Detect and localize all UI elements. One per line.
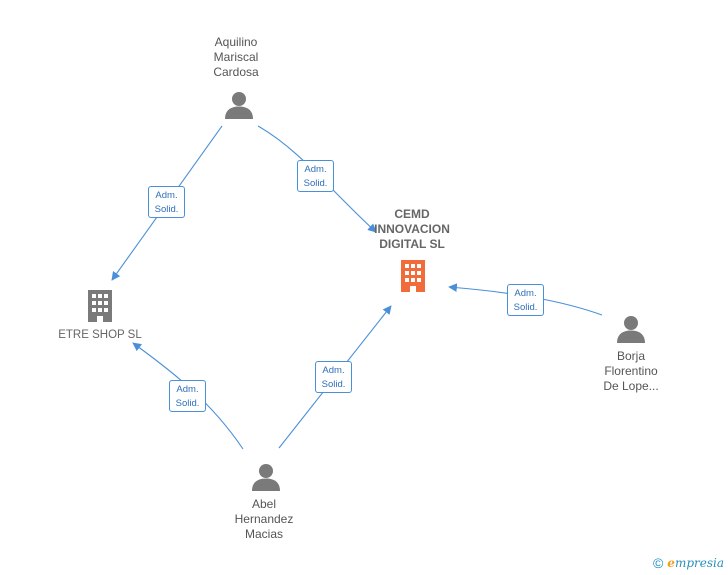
edge-label-abel-etre: Adm. Solid.	[169, 380, 206, 412]
node-label-cemd[interactable]: CEMD INNOVACION DIGITAL SL	[374, 207, 450, 251]
footer-brand[interactable]: © empresia	[653, 555, 724, 571]
node-label-etre[interactable]: ETRE SHOP SL	[58, 329, 142, 341]
person-icon[interactable]	[617, 316, 645, 343]
brand-logo: empresia	[667, 556, 724, 570]
edge-label-abel-cemd: Adm. Solid.	[315, 361, 352, 393]
building-icon[interactable]	[401, 260, 425, 292]
edge-label-borja-cemd: Adm. Solid.	[507, 284, 544, 316]
building-icon[interactable]	[88, 290, 112, 322]
node-label-borja[interactable]: Borja Florentino De Lope...	[603, 349, 659, 393]
copyright-icon: ©	[652, 555, 664, 571]
person-icon[interactable]	[225, 92, 253, 119]
node-label-aquilino[interactable]: Aquilino Mariscal Cardosa	[213, 35, 259, 79]
node-label-abel[interactable]: Abel Hernandez Macias	[234, 497, 294, 541]
edge-label-aquilino-cemd: Adm. Solid.	[297, 160, 334, 192]
edge-label-aquilino-etre: Adm. Solid.	[148, 186, 185, 218]
person-icon[interactable]	[252, 464, 280, 491]
